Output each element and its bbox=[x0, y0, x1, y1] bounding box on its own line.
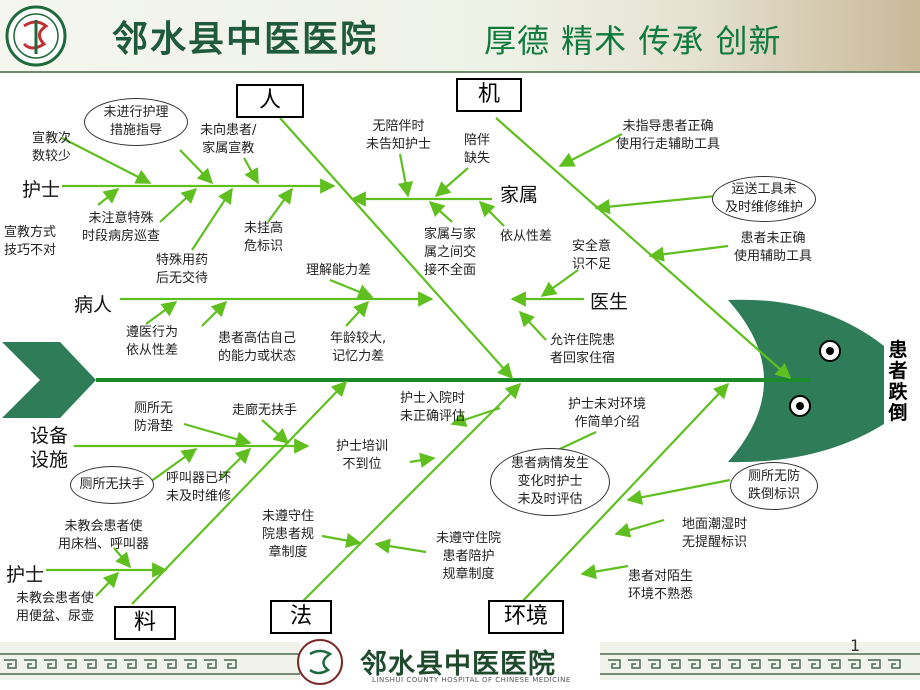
cause-unfamiliar-env: 患者对陌生 环境不熟悉 bbox=[628, 569, 694, 602]
cause-wrong-aid-use: 患者未正确 使用辅助工具 bbox=[734, 231, 813, 264]
cause-call-bell-broken: 呼叫器已坏 未及时维修 bbox=[166, 471, 232, 504]
cause-overestimate: 患者高估自己 的能力或状态 bbox=[218, 331, 297, 364]
sub-nurse-top: 护士 bbox=[22, 179, 61, 201]
cause-teach-bedrail: 未教会患者使 用床档、呼叫器 bbox=[58, 519, 150, 552]
hospital-logo-icon bbox=[5, 5, 67, 67]
cause-toilet-no-mat: 厕所无 防滑垫 bbox=[134, 401, 174, 434]
bone-liao bbox=[131, 380, 348, 605]
cause-toilet-no-sign: 厕所无防 跌倒标识 bbox=[730, 462, 818, 510]
cause-allow-home: 允许住院患 者回家住宿 bbox=[550, 333, 616, 366]
cause-toilet-no-rail: 厕所无扶手 bbox=[70, 466, 154, 504]
cause-teach-bedpan: 未教会患者使 用便盆、尿壶 bbox=[16, 591, 95, 624]
bone-ren bbox=[279, 117, 514, 380]
bone-huanjing bbox=[519, 382, 730, 605]
cause-family-comm: 家属与家 属之间交 接不全面 bbox=[424, 227, 477, 278]
sub-doctor: 医生 bbox=[590, 291, 629, 313]
cause-no-special-rounds: 未注意特殊 时段病房巡查 bbox=[82, 211, 161, 244]
cause-wet-floor: 地面潮湿时 无提醒标识 bbox=[682, 517, 748, 550]
cause-no-high-risk-mark: 未挂高 危标识 bbox=[244, 221, 284, 254]
footer-pattern bbox=[0, 642, 920, 680]
cause-safety-awareness: 安全意 识不足 bbox=[572, 239, 612, 272]
sub-patient: 病人 bbox=[74, 294, 113, 316]
cause-no-companion-rules: 未遵守住院 患者陪护 规章制度 bbox=[436, 531, 502, 582]
cause-no-tell-nurse: 无陪伴时 未告知护士 bbox=[366, 119, 432, 152]
cause-no-edu-family: 未向患者/ 家属宣教 bbox=[200, 123, 257, 156]
category-ji: 机 bbox=[456, 78, 522, 112]
cause-edu-method: 宣教方式 技巧不对 bbox=[4, 225, 57, 258]
cause-no-admission-eval: 护士入院时 未正确评估 bbox=[400, 391, 466, 424]
cause-drug-no-handover: 特殊用药 后无交待 bbox=[156, 253, 209, 286]
cause-poor-compliance-orders: 遵医行为 依从性差 bbox=[126, 325, 179, 358]
cause-no-companion: 陪伴 缺失 bbox=[464, 133, 491, 166]
fish-tail bbox=[2, 342, 96, 418]
category-ren: 人 bbox=[236, 84, 304, 118]
category-fa: 法 bbox=[270, 600, 332, 634]
cause-training-lacking: 护士培训 不到位 bbox=[336, 439, 389, 472]
cause-no-nursing-guidance: 未进行护理 措施指导 bbox=[84, 98, 188, 146]
cause-old-memory: 年龄较大, 记忆力差 bbox=[330, 331, 387, 364]
hospital-motto: 厚德 精术 传承 创新 bbox=[484, 22, 782, 60]
bone-fa bbox=[299, 382, 522, 605]
category-liao: 料 bbox=[114, 606, 176, 640]
hospital-name: 邻水县中医医院 bbox=[112, 18, 379, 60]
cause-edu-times: 宣教次 数较少 bbox=[32, 131, 72, 164]
sub-family: 家属 bbox=[500, 184, 539, 206]
page-number: 1 bbox=[850, 636, 861, 655]
footer-hospital-name: 邻水县中医医院 bbox=[360, 649, 556, 680]
bone-ji bbox=[495, 117, 792, 380]
cause-corridor-no-rail: 走廊无扶手 bbox=[232, 403, 298, 418]
cause-no-hospital-rules: 未遵守住 院患者规 章制度 bbox=[262, 509, 315, 560]
cause-no-env-intro: 护士未对环境 作简单介绍 bbox=[568, 397, 647, 430]
cause-understanding-poor: 理解能力差 bbox=[306, 263, 372, 278]
sub-equipment: 设备 设施 bbox=[30, 425, 69, 471]
cause-condition-change: 患者病情发生 变化时护士 未及时评估 bbox=[490, 448, 610, 516]
fishbone-result: 患者跌倒 bbox=[888, 339, 908, 424]
sub-nurse-bottom: 护士 bbox=[6, 564, 45, 586]
category-huanjing: 环境 bbox=[488, 600, 564, 634]
footer-english-name: LINSHUI COUNTY HOSPITAL OF CHINESE MEDIC… bbox=[372, 676, 571, 684]
cause-transport-tool: 运送工具未 及时维修维护 bbox=[712, 176, 816, 222]
cause-no-guide-aid: 未指导患者正确 使用行走辅助工具 bbox=[616, 119, 721, 152]
cause-compliance-poor: 依从性差 bbox=[500, 229, 553, 244]
header-divider bbox=[0, 71, 920, 73]
header-banner bbox=[0, 0, 920, 72]
footer-logo-icon bbox=[297, 639, 343, 685]
